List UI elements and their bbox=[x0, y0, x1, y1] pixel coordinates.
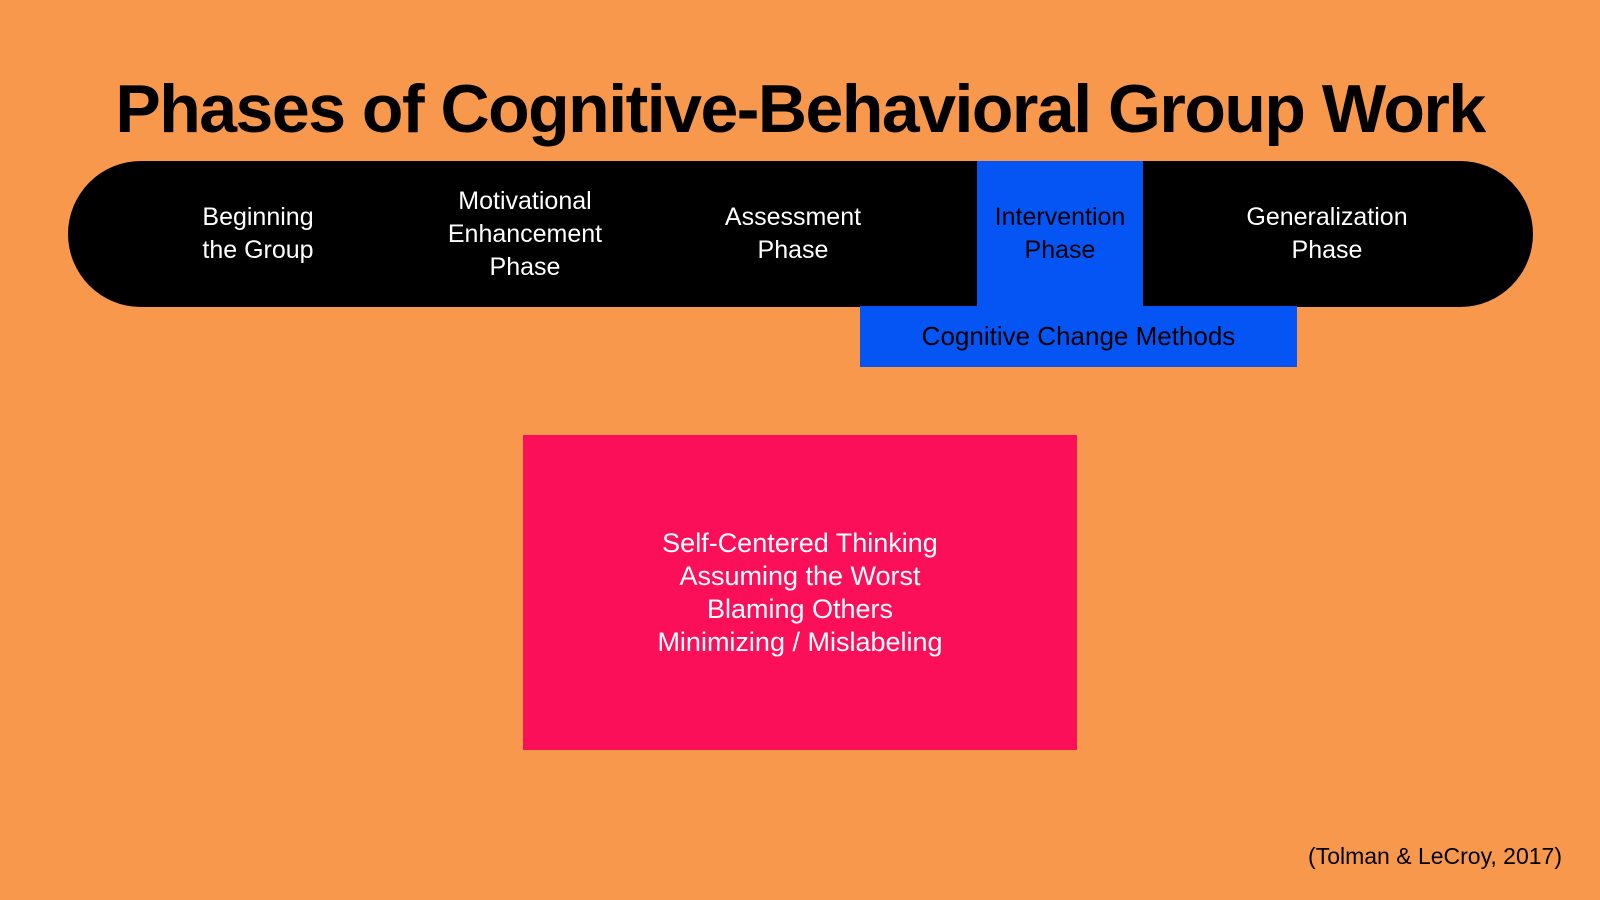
phase-label-line: Phase bbox=[1291, 236, 1363, 264]
phase-assessment: Assessment Phase bbox=[653, 161, 933, 307]
cognitive-change-methods-label: Cognitive Change Methods bbox=[921, 321, 1236, 351]
phase-timeline-bar bbox=[68, 161, 1533, 307]
slide-title: Phases of Cognitive-Behavioral Group Wor… bbox=[115, 71, 1486, 147]
phase-label-line: Beginning bbox=[202, 203, 314, 231]
phase-motivational-enhancement: Motivational Enhancement Phase bbox=[385, 161, 665, 307]
phase-label-line: Generalization bbox=[1246, 203, 1408, 231]
phase-beginning-the-group: Beginning the Group bbox=[118, 161, 398, 307]
phase-generalization: Generalization Phase bbox=[1187, 161, 1467, 307]
phase-label-line: Phase bbox=[1024, 236, 1096, 264]
phase-intervention: Intervention Phase bbox=[920, 161, 1200, 307]
distortion-line: Self-Centered Thinking bbox=[662, 527, 938, 558]
citation: (Tolman & LeCroy, 2017) bbox=[1308, 843, 1562, 869]
distortion-line: Assuming the Worst bbox=[679, 560, 921, 591]
distortion-line: Blaming Others bbox=[706, 593, 894, 624]
phase-label-line: the Group bbox=[202, 236, 314, 264]
phase-label-line: Assessment bbox=[724, 203, 862, 231]
phase-label-line: Phase bbox=[757, 236, 829, 264]
phase-label-line: Intervention bbox=[994, 203, 1126, 231]
phase-label-line: Phase bbox=[489, 252, 561, 281]
cognitive-distortions-box: Self-Centered Thinking Assuming the Wors… bbox=[523, 435, 1077, 750]
distortion-line: Minimizing / Mislabeling bbox=[657, 626, 943, 657]
cognitive-change-methods-box: Cognitive Change Methods bbox=[860, 306, 1297, 367]
phase-label-line: Motivational bbox=[458, 186, 592, 215]
phase-label-line: Enhancement bbox=[447, 219, 603, 248]
